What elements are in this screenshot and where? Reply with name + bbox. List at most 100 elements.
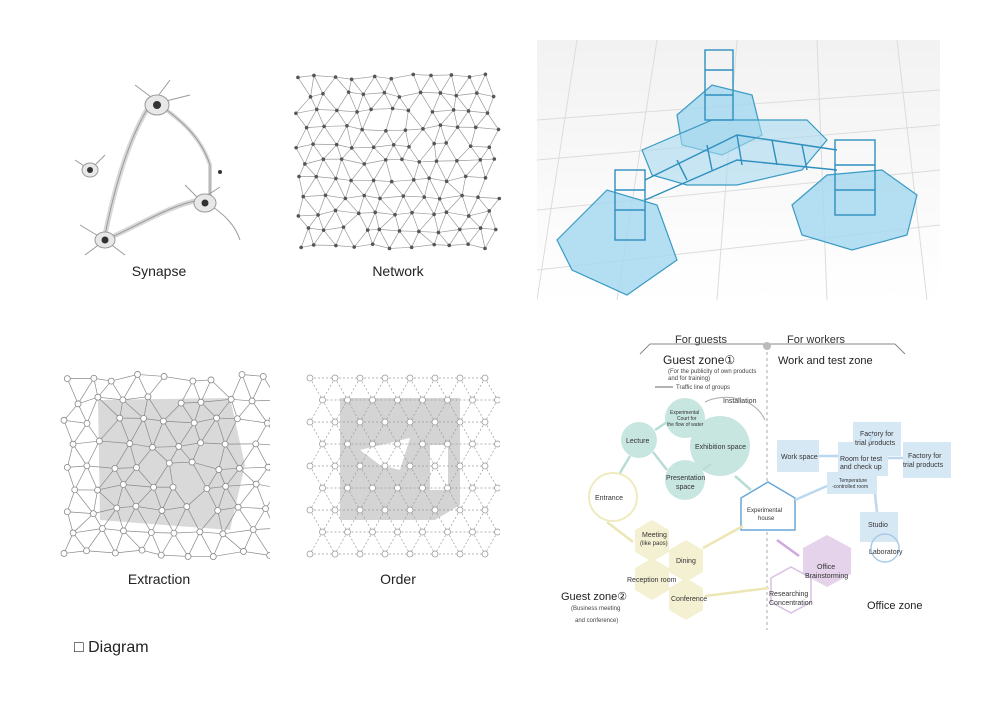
mesh-edge — [251, 376, 264, 402]
network-node — [478, 158, 483, 162]
grid-node — [319, 396, 326, 404]
researching-hex — [770, 566, 812, 614]
grid-node — [331, 462, 339, 470]
network-edge — [306, 127, 314, 145]
network-edge — [449, 243, 469, 246]
network-edge — [480, 158, 495, 161]
network-edge — [418, 231, 435, 245]
network-edge — [363, 76, 376, 95]
laboratory-node — [870, 533, 900, 563]
network-edge — [433, 232, 439, 245]
network-node — [444, 179, 449, 184]
network-node — [444, 210, 449, 215]
grid-edge — [472, 531, 486, 555]
grid-node — [494, 484, 500, 492]
network-edge — [485, 74, 494, 97]
network-edge — [391, 179, 414, 182]
network-edge — [379, 181, 392, 199]
mesh-edge — [216, 417, 238, 420]
network-edge — [445, 126, 458, 144]
mesh-edge — [114, 530, 124, 554]
network-edge — [323, 210, 336, 231]
grid-node — [444, 528, 451, 536]
grid-edge — [397, 465, 411, 489]
grid-edge — [397, 487, 411, 511]
grid-node — [331, 418, 339, 426]
grid-edge — [484, 377, 498, 401]
mesh-edge — [86, 550, 116, 554]
grid-edge — [397, 509, 411, 533]
network-edge — [298, 215, 309, 229]
mesh-edge — [122, 399, 144, 419]
grid-edge — [434, 421, 448, 445]
grid-edge — [347, 487, 361, 511]
mesh-edge — [251, 400, 268, 424]
network-edge — [411, 212, 435, 215]
network-edge — [295, 147, 306, 165]
office-zone-title: Office zone — [867, 600, 922, 612]
network-edge — [367, 212, 376, 231]
network-edge — [459, 227, 481, 230]
mesh-edge — [73, 528, 103, 534]
network-edge — [423, 178, 430, 198]
mesh-edge — [161, 506, 187, 511]
network-edge — [300, 227, 309, 248]
grid-node — [356, 462, 364, 470]
synapse-illustration — [74, 79, 241, 256]
network-node — [483, 246, 487, 251]
network-edge — [432, 111, 441, 126]
grid-edge — [322, 487, 336, 511]
mesh-edge — [102, 528, 116, 554]
mesh-edge — [152, 420, 164, 448]
mesh-edge — [66, 444, 74, 468]
network-node — [393, 212, 397, 217]
mesh-edge — [151, 532, 162, 556]
network-edge — [470, 145, 481, 161]
right-base — [791, 169, 918, 251]
network-node — [432, 212, 436, 217]
mesh-edge — [255, 467, 269, 485]
network-edge — [351, 79, 364, 95]
mesh-node — [134, 371, 141, 378]
network-edge — [391, 74, 414, 80]
guest-zone-1-title: Guest zone① — [663, 353, 735, 367]
mesh-edge — [173, 531, 200, 534]
mesh-node — [140, 414, 148, 422]
work-space-box — [777, 440, 819, 472]
mesh-edge — [143, 396, 149, 419]
grid-edge — [397, 377, 411, 401]
mesh-edge — [135, 506, 152, 533]
network-edge — [363, 195, 376, 213]
grid-node — [469, 440, 476, 448]
network-edge — [384, 78, 392, 93]
network-edge — [451, 74, 457, 96]
mesh-node — [238, 371, 246, 378]
network-node — [361, 92, 366, 97]
network-edge — [303, 194, 326, 197]
mesh-node — [138, 546, 146, 554]
network-node — [349, 178, 353, 183]
network-node — [468, 144, 473, 148]
mesh-node — [203, 485, 211, 493]
network-node — [447, 243, 452, 248]
network-edge — [345, 198, 360, 214]
mesh-edge — [115, 549, 143, 554]
network-edge — [476, 74, 486, 94]
mesh-node — [158, 507, 166, 514]
network-edge — [313, 229, 324, 246]
mesh-edge — [93, 490, 98, 514]
network-edge — [323, 226, 344, 231]
grid-node — [306, 418, 314, 426]
grid-node — [481, 374, 489, 382]
network-edge — [433, 143, 437, 162]
network-node — [411, 178, 416, 182]
grid-edge — [459, 509, 473, 533]
network-edge — [439, 198, 447, 213]
mesh-edge — [72, 513, 94, 534]
mesh-edge — [135, 505, 162, 511]
network-node — [390, 106, 395, 111]
room-test-label: Room for test — [840, 456, 882, 463]
grid-edge — [322, 421, 336, 445]
network-edge — [351, 129, 363, 149]
grid-edge — [309, 421, 323, 445]
